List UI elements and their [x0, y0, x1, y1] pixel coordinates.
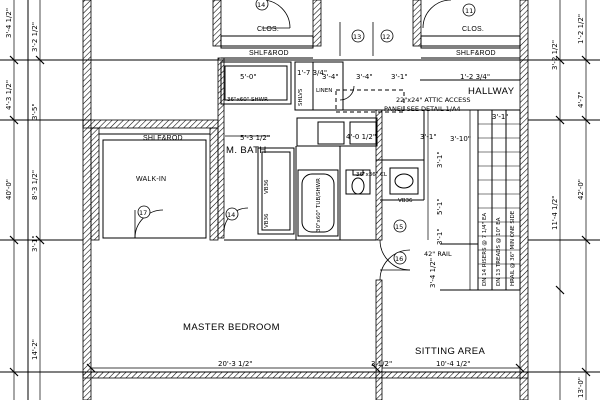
- shelf-rod-right: SHLF&ROD: [456, 50, 496, 57]
- sink-label: VB36: [398, 198, 413, 204]
- dimension: 5'-3 1/2": [240, 134, 270, 142]
- dimension: 40'-0": [5, 179, 13, 200]
- dimension: 1'-2 1/2": [577, 14, 585, 44]
- closet-left-label: CLOS.: [257, 26, 279, 33]
- walk-in-label: WALK-IN: [136, 176, 166, 183]
- door-tags: [137, 0, 476, 265]
- dimension: 3'-1": [492, 113, 509, 121]
- dimension: 1'-7 3/4": [297, 69, 327, 77]
- dimension: 3'-1": [436, 228, 444, 245]
- linen-label: LINEN: [316, 88, 332, 94]
- dimension: 10'-4 1/2": [436, 360, 471, 368]
- dimension: 4'-3 1/2": [5, 80, 13, 110]
- door-tag: 16: [395, 255, 403, 263]
- dimension: 8'-3 1/2": [31, 170, 39, 200]
- vanity-label-2: VB36: [264, 213, 270, 228]
- stair-treads: [478, 123, 520, 279]
- dimension: 5'-0": [240, 73, 257, 81]
- hallway-label: HALLWAY: [468, 86, 515, 97]
- shelf-rod-walk-in: SHLF&ROD: [143, 135, 183, 142]
- m-bath-label: M. BATH: [226, 145, 267, 156]
- stair-note-hrail: HRAIL @ 36" MIN ONE SIDE: [510, 210, 516, 286]
- dimension: 3'-1": [391, 73, 408, 81]
- stair-note-treads: DN 13 TREADS @ 10" EA: [496, 217, 502, 286]
- dimension: 3'-2 1/2": [31, 22, 39, 52]
- dimension: 13'-0": [577, 377, 585, 398]
- dimension: 3'-1": [436, 151, 444, 168]
- sitting-area-label: SITTING AREA: [415, 346, 486, 357]
- wc-label: 36"x36" CL: [356, 172, 388, 178]
- dimension: 3'-2 1/2": [551, 40, 559, 70]
- dimension: 11'-4 1/2": [551, 195, 559, 230]
- door-tag: 17: [139, 209, 147, 217]
- dimension: 3'-4": [356, 73, 373, 81]
- dimension: 20'-3 1/2": [218, 360, 253, 368]
- dimension: 4'-7": [577, 91, 585, 108]
- master-bedroom-label: MASTER BEDROOM: [183, 322, 280, 333]
- dimension: 3'-4 1/2": [429, 258, 437, 288]
- dimension: 4'-0 1/2": [346, 133, 376, 141]
- dimension: 3'-5": [31, 103, 39, 120]
- dimension-ticks: [9, 55, 591, 377]
- closet-right-label: CLOS.: [462, 26, 484, 33]
- shower-label: 36"x60" SHWR: [227, 97, 268, 103]
- attic-access-note: 22"x24" ATTIC ACCESS: [396, 96, 471, 104]
- shelf-rod-left: SHLF&ROD: [249, 50, 289, 57]
- attic-detail-note: PANEL SEE DETAIL 1/A4: [384, 105, 461, 113]
- vanity-label-1: VB36: [264, 179, 270, 194]
- dimension: 3'-10": [450, 135, 471, 143]
- stair-note-risers: DN 14 RISERS @ 7 1/4" EA: [482, 213, 488, 286]
- dimension: 3 1/2": [371, 360, 392, 368]
- door-tag: 13: [353, 33, 361, 41]
- door-tag: 14: [227, 211, 235, 219]
- dimension: 14'-2": [31, 339, 39, 360]
- dimension: 5'-1": [436, 198, 444, 215]
- tub-label: 30"x60" TUB/SHWR: [316, 178, 322, 232]
- dimension: 1'-2 3/4": [460, 73, 490, 81]
- dimension-lines: [13, 0, 587, 400]
- dimension: 42'-0": [577, 179, 585, 200]
- dimension: 3'-4 1/2": [5, 8, 13, 38]
- shelves-label: SHLVS: [298, 88, 304, 106]
- door-tag: 11: [465, 7, 473, 15]
- door-tag: 12: [382, 33, 390, 41]
- dimension: 3'-4": [322, 73, 339, 81]
- dimension: 3'-1": [420, 133, 437, 141]
- door-tag: 14: [257, 1, 265, 9]
- rail-note: 42" RAIL: [424, 250, 452, 258]
- door-tag: 15: [395, 223, 403, 231]
- dimension: 3'-1": [31, 235, 39, 252]
